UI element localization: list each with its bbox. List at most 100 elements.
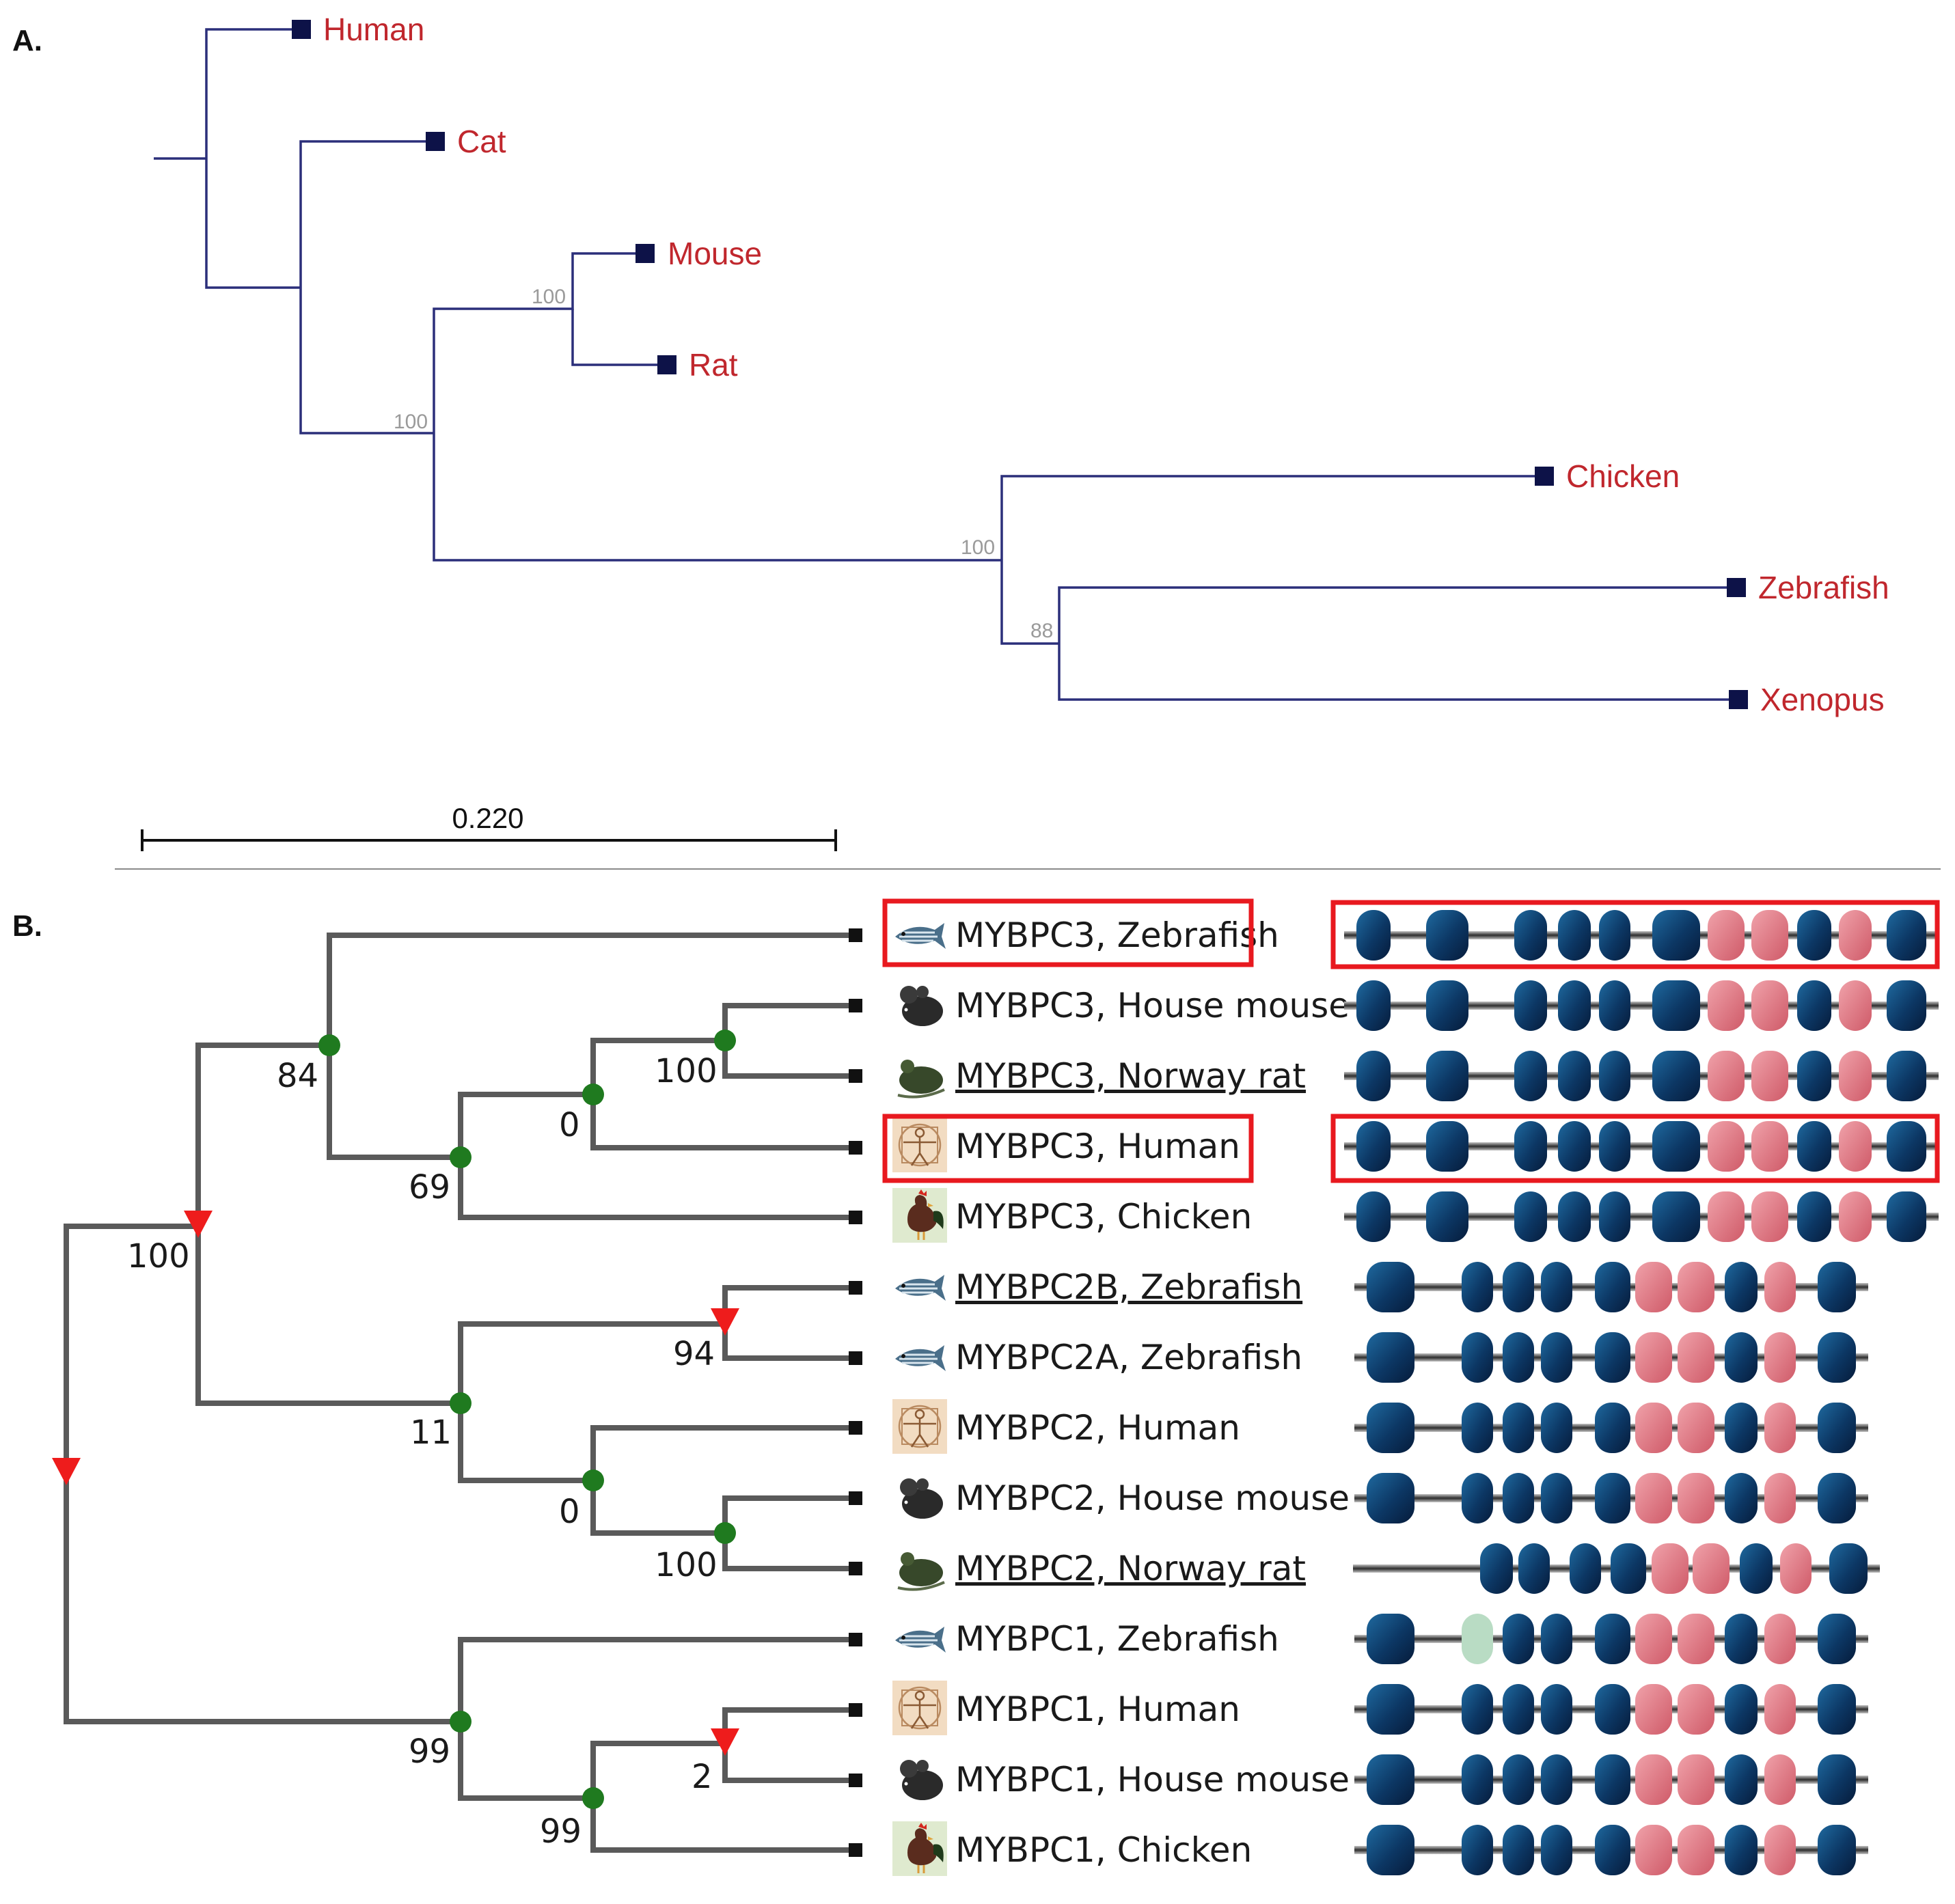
ig-domain [1514,1051,1547,1101]
leaf-end-5 [849,1211,862,1224]
gene-tree [64,933,858,1853]
support-value-0-mammal-mybpc3: 0 [559,1106,580,1144]
ig-domain [1599,980,1630,1031]
fn3-domain [1751,980,1788,1031]
fn3-domain [1708,980,1745,1031]
gene-label-mybpc2a-zebrafish: MYBPC2A, Zebrafish [955,1338,1302,1377]
fn3-domain [1839,1121,1872,1172]
gene-label-mybpc3-norway-rat[interactable]: MYBPC3, Norway rat [955,1056,1306,1096]
fn3-domain [1678,1754,1714,1805]
gene-label-mybpc3-chicken: MYBPC3, Chicken [955,1197,1252,1237]
gene-label-mybpc2b-zebrafish[interactable]: MYBPC2B, Zebrafish [955,1267,1302,1307]
speciation-node-100-upper [714,1030,736,1051]
ig-domain [1514,910,1547,961]
faint-domain [1462,1614,1493,1664]
ig-domain [1818,1332,1856,1383]
fn3-domain [1678,1403,1714,1453]
leaf-end-12 [849,1703,862,1717]
tree-b-split-rodent-mybpc3 [590,1003,858,1079]
ig-domain [1426,1191,1468,1242]
fn3-domain [1635,1825,1672,1875]
support-value-100-root: 100 [127,1237,190,1275]
ig-domain [1829,1543,1868,1594]
fn3-domain [1708,1121,1745,1172]
speciation-node-0-upper [582,1084,604,1105]
ig-domain [1514,980,1547,1031]
mouse-icon [892,1751,947,1806]
ig-domain [1541,1332,1572,1383]
domain-track-row [1353,1543,1880,1594]
leaf-marker-xenopus [1729,690,1748,709]
highlight-box-human-label [882,1114,1254,1183]
scale-bar-line [141,829,837,851]
ig-domain [1558,980,1591,1031]
tree-a-branch-human [205,28,299,158]
ig-domain [1541,1403,1572,1453]
domain-track-row [1354,1684,1868,1735]
fn3-domain [1693,1543,1730,1594]
domain-track-row [1354,1403,1868,1453]
leaf-end-9 [849,1491,862,1505]
ig-domain [1887,910,1926,961]
ig-domain [1503,1403,1534,1453]
speciation-node-99-upper [450,1711,471,1733]
zebrafish-icon [892,1329,947,1383]
support-value-fish-frog: 88 [1030,620,1053,642]
human-icon [892,1118,947,1172]
fn3-domain [1839,1051,1872,1101]
fn3-domain [1678,1684,1714,1735]
support-value-2: 2 [692,1758,713,1796]
tree-b-leaf-mybpc1-chicken [590,1795,858,1853]
rat-icon [892,1047,947,1102]
gene-label-mybpc2-norway-rat[interactable]: MYBPC2, Norway rat [955,1549,1306,1588]
gene-label-mybpc1-house-mouse: MYBPC1, House mouse [955,1760,1350,1799]
leaf-end-4 [849,1141,862,1155]
fn3-domain [1708,1191,1745,1242]
human-icon [892,1399,947,1454]
leaf-end-3 [849,1069,862,1083]
highlight-box-zebrafish-label [882,898,1254,967]
support-value-94: 94 [673,1335,715,1373]
ig-domain [1462,1262,1493,1312]
leaf-end-7 [849,1351,862,1365]
ig-domain [1797,1051,1831,1101]
ig-domain [1599,910,1630,961]
fn3-domain [1764,1403,1796,1453]
ig-domain [1818,1754,1856,1805]
domain-track-row [1344,1051,1939,1101]
ig-domain [1725,1684,1758,1735]
support-value-11: 11 [410,1413,452,1452]
ig-domain [1356,1051,1391,1101]
ig-domain [1599,1121,1630,1172]
fn3-domain [1635,1754,1672,1805]
ig-domain [1503,1262,1534,1312]
gene-label-mybpc2-house-mouse: MYBPC2, House mouse [955,1478,1350,1518]
leaf-label-xenopus: Xenopus [1760,682,1885,717]
leaf-label-cat: Cat [457,124,506,159]
fn3-domain [1678,1332,1714,1383]
fn3-domain [1764,1614,1796,1664]
fn3-domain [1764,1684,1796,1735]
fn3-domain [1839,980,1872,1031]
ig-domain [1725,1754,1758,1805]
ig-domain [1541,1825,1572,1875]
tree-b-split-tetrapod-mybpc1 [458,1707,858,1801]
zebrafish-icon [892,1610,947,1665]
domain-track-row [1344,980,1939,1031]
speciation-node-0-lower [582,1470,604,1491]
support-value-nonmammals: 100 [961,536,995,559]
domain-track-row [1354,1754,1868,1805]
panel-b-label: B. [12,909,42,943]
leaf-marker-cat [426,132,445,151]
ig-domain [1356,1121,1391,1172]
ig-domain [1595,1473,1630,1523]
speciation-node-99-lower [582,1787,604,1809]
leaf-end-10 [849,1562,862,1575]
ig-domain [1367,1473,1414,1523]
domain-track-row [1344,1121,1939,1172]
fn3-domain [1839,910,1872,961]
fn3-domain [1635,1332,1672,1383]
duplication-node-94 [711,1308,739,1336]
domain-architecture-column [1344,910,1939,1875]
ig-domain [1426,1121,1468,1172]
